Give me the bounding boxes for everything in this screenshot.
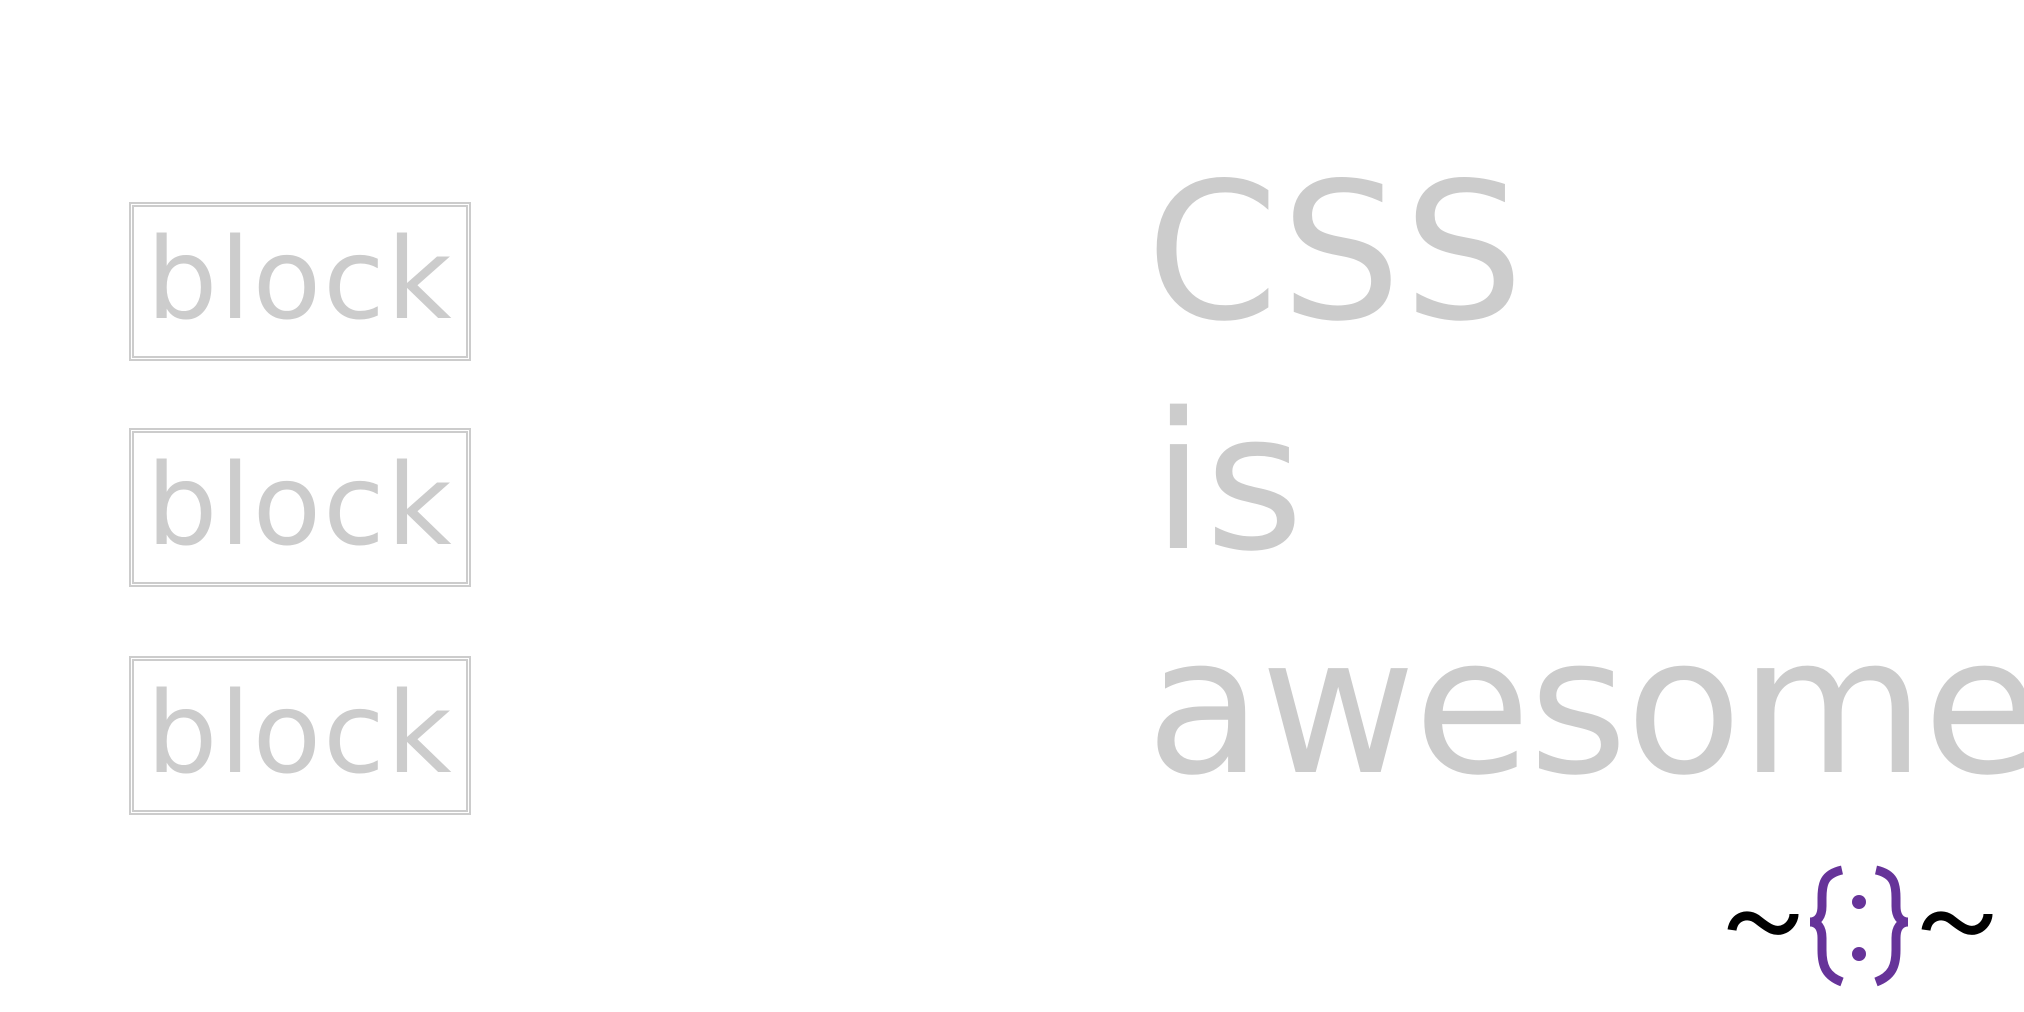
css-tricks-tilde-brace-icon bbox=[1726, 862, 1994, 992]
heading-line-css: CSS bbox=[1146, 142, 1526, 363]
block-label: block bbox=[146, 214, 454, 345]
block-box-3: block bbox=[129, 656, 471, 815]
block-label: block bbox=[146, 668, 454, 799]
heading-line-awesome: awesome bbox=[1146, 596, 2024, 817]
block-label: block bbox=[146, 440, 454, 571]
block-box-2: block bbox=[129, 428, 471, 587]
block-box-1: block bbox=[129, 202, 471, 361]
heading-line-is: is bbox=[1152, 372, 1304, 593]
